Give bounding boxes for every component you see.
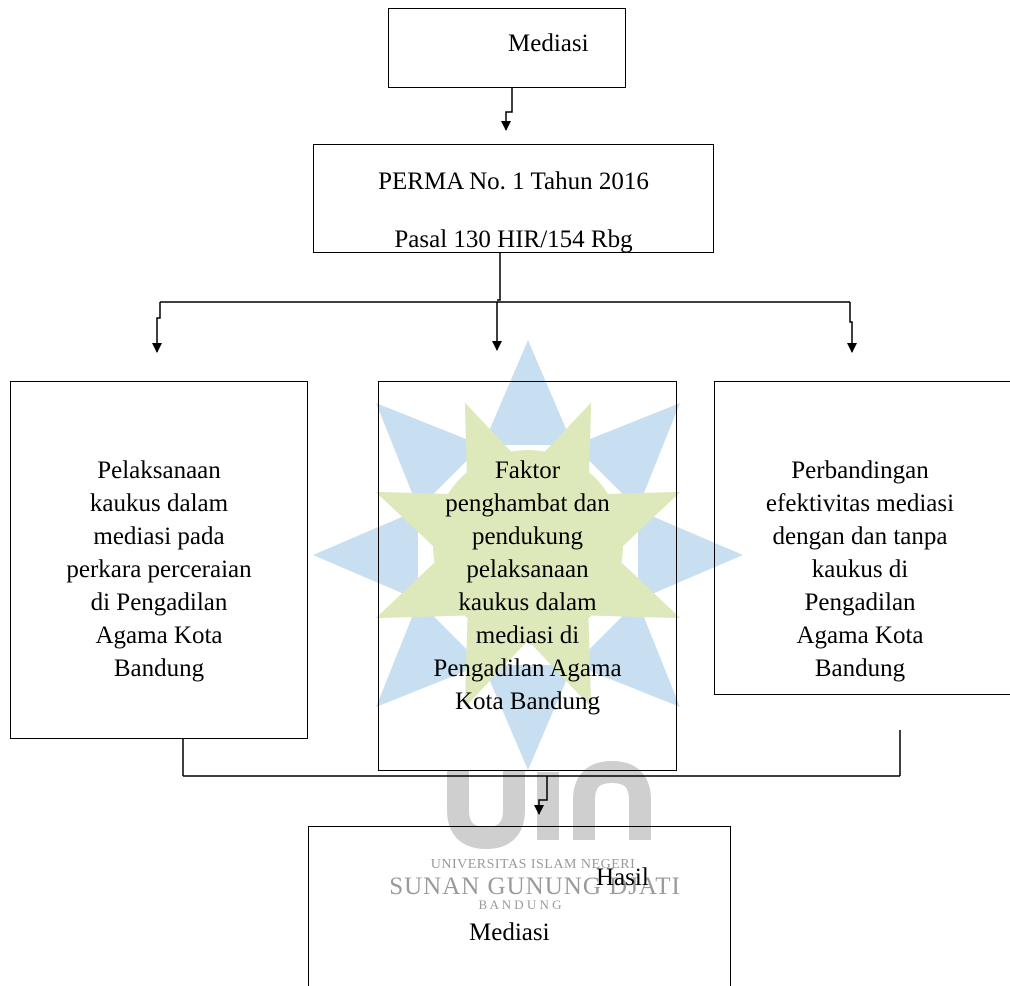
- node-hasil-line2: Mediasi: [469, 919, 550, 946]
- node-pelaksanaan-text: Pelaksanaan kaukus dalam mediasi pada pe…: [10, 454, 308, 685]
- connector-to-right: [847, 302, 857, 353]
- center-line: Pengadilan Agama: [433, 655, 622, 682]
- right-line: Perbandingan: [791, 457, 929, 484]
- watermark-university: UNIVERSITAS ISLAM NEGERI: [430, 857, 636, 872]
- center-line: penghambat dan: [445, 490, 610, 517]
- node-mediasi-label: Mediasi: [508, 30, 589, 57]
- right-line: Bandung: [814, 655, 906, 682]
- left-line: perkara perceraian: [66, 556, 252, 583]
- right-line: dengan dan tanpa: [772, 523, 948, 550]
- node-perma-line1: PERMA No. 1 Tahun 2016: [378, 168, 649, 195]
- node-perma: [313, 144, 714, 253]
- right-line: kaukus di: [811, 556, 909, 583]
- left-line: Pelaksanaan: [97, 457, 221, 484]
- node-mediasi: [388, 8, 626, 88]
- left-line: kaukus dalam: [89, 490, 229, 517]
- left-line: di Pengadilan: [90, 589, 228, 616]
- node-perbandingan: [714, 381, 1010, 695]
- node-hasil-mediasi: [308, 826, 731, 986]
- left-line: Bandung: [113, 655, 205, 682]
- connector-to-left: [152, 302, 162, 353]
- center-line: kaukus dalam: [458, 589, 597, 616]
- center-line: pendukung: [471, 523, 584, 550]
- right-line: efektivitas mediasi: [765, 490, 955, 517]
- connector-top-to-perma: [501, 88, 513, 131]
- node-hasil-line1: Hasil: [596, 864, 649, 891]
- center-line: mediasi di: [475, 622, 580, 649]
- connector-to-result: [534, 776, 548, 815]
- right-line: Agama Kota: [796, 622, 924, 649]
- node-perma-line2: Pasal 130 HIR/154 Rbg: [394, 226, 633, 253]
- node-faktor-text: Faktor penghambat dan pendukung pelaksan…: [378, 454, 677, 718]
- center-line: pelaksanaan: [466, 556, 589, 583]
- left-line: mediasi pada: [93, 523, 225, 550]
- center-line: Kota Bandung: [454, 688, 601, 715]
- node-faktor: [378, 381, 677, 771]
- node-pelaksanaan: [10, 381, 308, 739]
- watermark-city: B A N D U N G: [478, 897, 562, 912]
- right-line: Pengadilan: [804, 589, 916, 616]
- left-line: Agama Kota: [95, 622, 223, 649]
- node-perbandingan-text: Perbandingan efektivitas mediasi dengan …: [714, 454, 1006, 695]
- center-line: Faktor: [494, 457, 561, 484]
- watermark-name: SUNAN GUNUNG DJATI: [389, 873, 681, 900]
- connector-perma-split: [497, 252, 501, 301]
